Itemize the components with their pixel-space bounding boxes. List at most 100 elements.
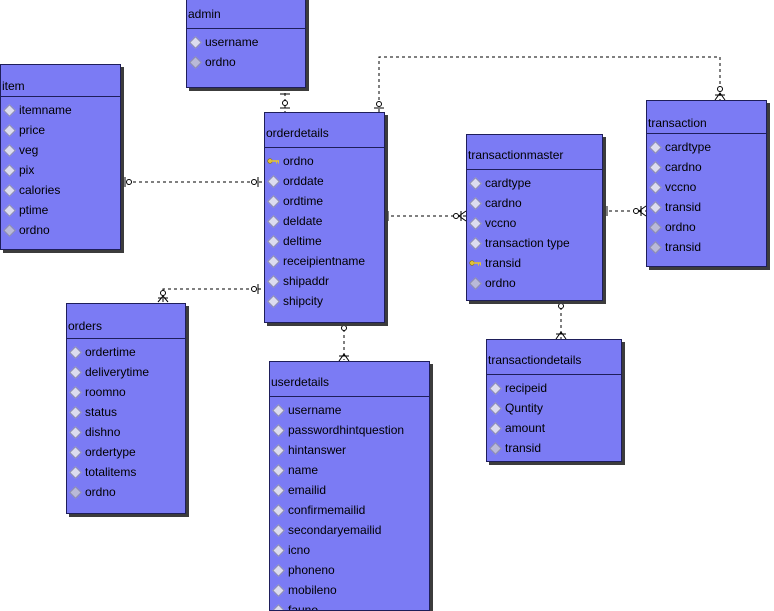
attribute-row[interactable]: shipcity bbox=[265, 291, 384, 311]
attribute-row[interactable]: secondaryemailid bbox=[270, 520, 429, 540]
attribute-icon bbox=[272, 584, 285, 597]
attribute-row[interactable]: confirmemailid bbox=[270, 500, 429, 520]
attribute-row[interactable]: shipaddr bbox=[265, 271, 384, 291]
attribute-name: deltime bbox=[283, 234, 322, 248]
attribute-row[interactable]: ordno bbox=[1, 220, 120, 240]
attribute-icon bbox=[69, 346, 82, 359]
attribute-row[interactable]: itemname bbox=[1, 100, 120, 120]
attribute-row[interactable]: veg bbox=[1, 140, 120, 160]
attribute-row[interactable]: price bbox=[1, 120, 120, 140]
attribute-name: mobileno bbox=[288, 583, 337, 597]
attribute-icon bbox=[469, 217, 482, 230]
attribute-row[interactable]: receipientname bbox=[265, 251, 384, 271]
primary-key-icon bbox=[469, 260, 481, 266]
attribute-name: emailid bbox=[288, 483, 327, 497]
attribute-icon bbox=[649, 201, 662, 214]
attribute-row[interactable]: hintanswer bbox=[270, 440, 429, 460]
entity-transactionmaster[interactable]: transactionmaster cardtype cardno vccno … bbox=[466, 134, 603, 301]
entity-title: transactionmaster bbox=[467, 135, 602, 170]
attribute-row[interactable]: ordno bbox=[187, 52, 305, 72]
attribute-icon bbox=[469, 177, 482, 190]
attribute-row[interactable]: vccno bbox=[647, 177, 766, 197]
attribute-row[interactable]: pix bbox=[1, 160, 120, 180]
attribute-row[interactable]: vccno bbox=[467, 213, 602, 233]
attribute-icon bbox=[649, 241, 662, 254]
attribute-name: icno bbox=[288, 543, 311, 557]
attribute-row[interactable]: cardtype bbox=[467, 173, 602, 193]
attribute-row[interactable]: phoneno bbox=[270, 560, 429, 580]
attribute-icon bbox=[267, 195, 280, 208]
attribute-row[interactable]: totalitems bbox=[67, 462, 185, 482]
attribute-row[interactable]: transid bbox=[487, 438, 621, 458]
attribute-name: totalitems bbox=[85, 465, 137, 479]
entity-orderdetails[interactable]: orderdetails ordno orddate ordtime delda… bbox=[264, 112, 385, 323]
attribute-row[interactable]: deliverytime bbox=[67, 362, 185, 382]
attribute-row[interactable]: username bbox=[270, 400, 429, 420]
entity-transaction[interactable]: transaction cardtype cardno vccno transi… bbox=[646, 100, 767, 267]
attribute-row[interactable]: icno bbox=[270, 540, 429, 560]
attribute-name: username bbox=[288, 403, 342, 417]
attribute-row[interactable]: ordtime bbox=[265, 191, 384, 211]
attribute-row[interactable]: cardtype bbox=[647, 137, 766, 157]
attribute-name: receipientname bbox=[283, 254, 366, 268]
attribute-icon bbox=[69, 366, 82, 379]
attribute-name: cardtype bbox=[485, 176, 532, 190]
attribute-row[interactable]: emailid bbox=[270, 480, 429, 500]
attribute-row[interactable]: fauno bbox=[270, 600, 429, 610]
attribute-icon bbox=[3, 124, 16, 137]
attribute-name: ordtime bbox=[283, 194, 324, 208]
attribute-name: transid bbox=[485, 256, 522, 270]
attribute-row[interactable]: name bbox=[270, 460, 429, 480]
attribute-name: veg bbox=[19, 143, 39, 157]
attribute-name: shipcity bbox=[283, 294, 324, 308]
attribute-row[interactable]: mobileno bbox=[270, 580, 429, 600]
attribute-row[interactable]: roomno bbox=[67, 382, 185, 402]
attribute-row[interactable]: cardno bbox=[647, 157, 766, 177]
entity-title: userdetails bbox=[270, 362, 429, 397]
entity-transactiondetails[interactable]: transactiondetails recipeid Quntity amou… bbox=[486, 339, 622, 462]
entity-orders[interactable]: orders ordertime deliverytime roomno sta… bbox=[66, 303, 186, 514]
attribute-row[interactable]: status bbox=[67, 402, 185, 422]
attribute-row[interactable]: dishno bbox=[67, 422, 185, 442]
attribute-row[interactable]: ordertime bbox=[67, 342, 185, 362]
attribute-row[interactable]: transaction type bbox=[467, 233, 602, 253]
attribute-name: passwordhintquestion bbox=[288, 423, 405, 437]
entity-admin[interactable]: admin username ordno bbox=[186, 0, 306, 88]
attribute-row[interactable]: calories bbox=[1, 180, 120, 200]
attribute-row[interactable]: ordno bbox=[265, 151, 384, 171]
attribute-row[interactable]: deltime bbox=[265, 231, 384, 251]
attribute-row[interactable]: passwordhintquestion bbox=[270, 420, 429, 440]
attribute-row[interactable]: deldate bbox=[265, 211, 384, 231]
attribute-row[interactable]: ordno bbox=[67, 482, 185, 502]
attribute-name: cardno bbox=[485, 196, 522, 210]
attribute-row[interactable]: transid bbox=[647, 237, 766, 257]
attribute-name: status bbox=[85, 405, 118, 419]
attribute-name: ordertype bbox=[85, 445, 136, 459]
attribute-row[interactable]: ptime bbox=[1, 200, 120, 220]
attribute-icon bbox=[69, 426, 82, 439]
attribute-row[interactable]: amount bbox=[487, 418, 621, 438]
attribute-row[interactable]: transid bbox=[467, 253, 602, 273]
attribute-row[interactable]: Quntity bbox=[487, 398, 621, 418]
attribute-icon bbox=[469, 197, 482, 210]
attribute-name: transid bbox=[665, 240, 702, 254]
attribute-icon bbox=[69, 406, 82, 419]
attribute-name: recipeid bbox=[505, 381, 548, 395]
attribute-name: calories bbox=[19, 183, 61, 197]
attribute-name: ptime bbox=[19, 203, 49, 217]
entity-userdetails[interactable]: userdetails username passwordhintquestio… bbox=[269, 361, 430, 611]
attribute-row[interactable]: ordertype bbox=[67, 442, 185, 462]
attribute-name: vccno bbox=[665, 180, 697, 194]
entity-item[interactable]: item itemname price veg pix calories pti… bbox=[0, 64, 121, 250]
attribute-name: price bbox=[19, 123, 46, 137]
attribute-icon bbox=[272, 484, 285, 497]
attribute-row[interactable]: cardno bbox=[467, 193, 602, 213]
attribute-icon bbox=[272, 464, 285, 477]
attribute-row[interactable]: username bbox=[187, 32, 305, 52]
attribute-row[interactable]: ordno bbox=[647, 217, 766, 237]
attribute-icon bbox=[272, 424, 285, 437]
attribute-row[interactable]: orddate bbox=[265, 171, 384, 191]
attribute-row[interactable]: recipeid bbox=[487, 378, 621, 398]
attribute-row[interactable]: transid bbox=[647, 197, 766, 217]
attribute-row[interactable]: ordno bbox=[467, 273, 602, 293]
